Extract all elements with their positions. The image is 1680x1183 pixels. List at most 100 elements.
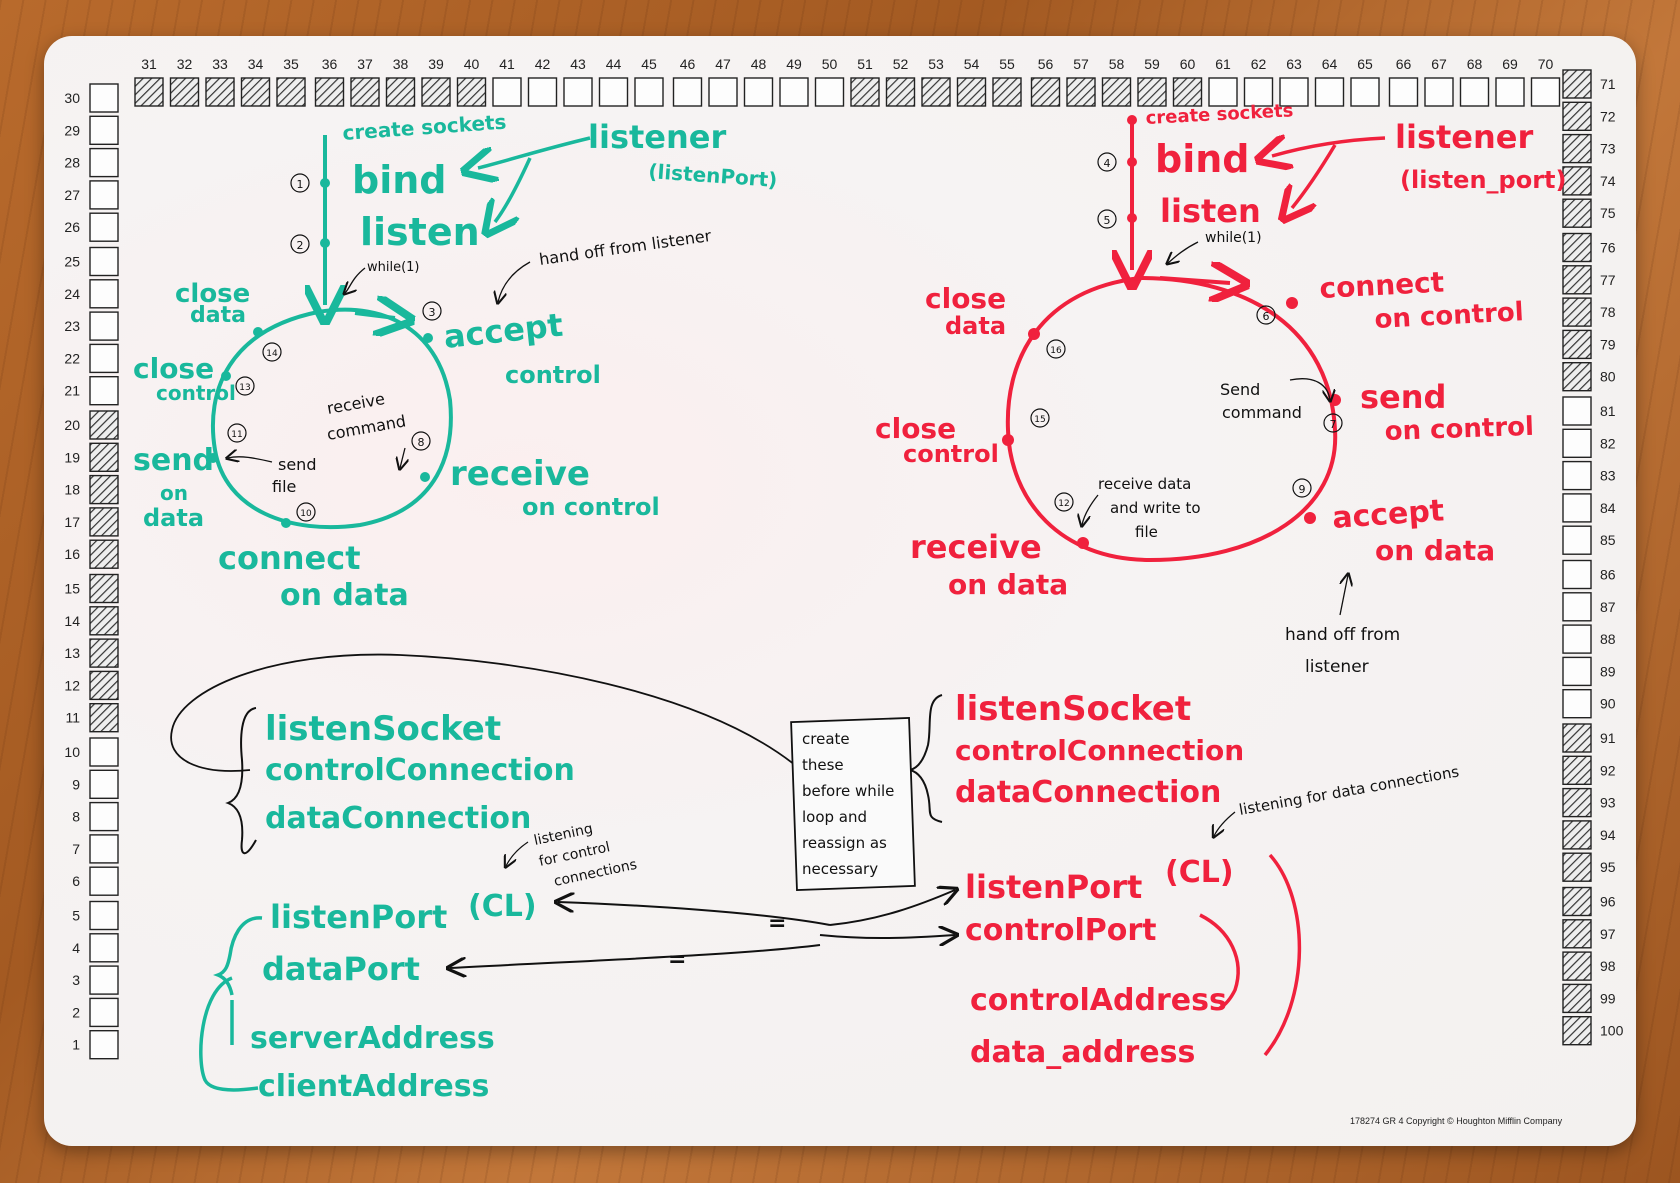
- left-square: [89, 834, 119, 864]
- note-line-1: create: [802, 730, 850, 748]
- top-square: [743, 77, 774, 107]
- client-close-data2: data: [190, 303, 246, 328]
- right-square: [1562, 1016, 1592, 1046]
- right-number: 88: [1600, 631, 1616, 647]
- right-port-control: controlPort: [965, 913, 1157, 948]
- right-square: [1562, 624, 1592, 654]
- equals-arrow-left-data: [450, 944, 821, 968]
- top-square: [563, 77, 593, 107]
- left-square: [89, 573, 119, 604]
- right-number: 71: [1600, 76, 1616, 92]
- left-number: 5: [72, 908, 80, 924]
- server-close-data2: data: [945, 312, 1006, 340]
- top-number: 44: [606, 56, 622, 72]
- top-number: 59: [1144, 56, 1160, 72]
- right-square: [1562, 656, 1592, 687]
- client-listener-arrow-bind: [478, 136, 591, 168]
- top-number: 41: [499, 56, 515, 72]
- right-number: 91: [1600, 730, 1616, 746]
- server-while: while(1): [1205, 230, 1262, 246]
- left-number: 22: [64, 350, 80, 366]
- top-number: 53: [928, 56, 944, 72]
- equals-arrow-left-listen: [558, 902, 831, 926]
- top-number: 60: [1180, 56, 1196, 72]
- left-number: 1: [72, 1037, 80, 1053]
- client-send-sub2: data: [143, 504, 204, 532]
- right-number: 97: [1600, 926, 1616, 942]
- right-number: 92: [1600, 762, 1616, 778]
- left-square: [89, 933, 119, 963]
- server-receive-data1: receive data: [1098, 475, 1191, 493]
- left-square: [89, 638, 119, 668]
- top-square: [240, 77, 271, 107]
- client-send: send: [133, 443, 214, 478]
- right-number: 87: [1600, 599, 1616, 615]
- server-send: send: [1360, 378, 1446, 416]
- left-square: [89, 115, 119, 146]
- right-number: 95: [1600, 859, 1616, 875]
- left-number: 2: [72, 1004, 80, 1020]
- top-number: 48: [751, 56, 767, 72]
- left-number: 20: [64, 417, 80, 433]
- right-square: [1562, 69, 1592, 99]
- client-receive: receive: [450, 454, 590, 494]
- left-square: [89, 801, 119, 832]
- client-send-file2: file: [272, 477, 296, 496]
- svg-text:16: 16: [1050, 346, 1062, 356]
- equals-arrow-right-control: [819, 935, 955, 938]
- left-number: 10: [64, 744, 80, 760]
- right-number: 78: [1600, 304, 1616, 320]
- server-receive: receive: [910, 528, 1042, 566]
- right-square: [1562, 329, 1592, 360]
- top-number: 40: [464, 56, 480, 72]
- server-listener-arg: (listen_port): [1400, 166, 1567, 194]
- top-number: 66: [1396, 56, 1412, 72]
- top-square: [956, 77, 987, 107]
- right-square: [1562, 983, 1592, 1014]
- top-square: [1530, 77, 1561, 107]
- server-hand-off2: listener: [1305, 657, 1369, 677]
- right-square: [1562, 852, 1592, 882]
- right-square: [1562, 265, 1592, 295]
- top-square: [1279, 77, 1309, 107]
- top-square: [421, 77, 451, 107]
- left-number: 19: [64, 449, 80, 465]
- left-square: [89, 311, 119, 341]
- right-number: 96: [1600, 894, 1616, 910]
- top-square: [1495, 77, 1525, 107]
- left-number: 3: [72, 972, 80, 988]
- connector-curve: [170, 653, 796, 772]
- note-line-6: necessary: [802, 860, 878, 878]
- top-square: [385, 77, 416, 107]
- right-number: 76: [1600, 240, 1616, 256]
- left-square: [89, 376, 119, 406]
- client-connect: connect: [218, 539, 360, 577]
- client-diagram: create sockets bind listen listener (lis…: [133, 110, 778, 613]
- left-var-control-connection: controlConnection: [265, 753, 575, 788]
- top-square: [814, 77, 845, 107]
- client-listener: listener: [588, 118, 726, 156]
- server-receive-data2: and write to: [1110, 499, 1201, 517]
- top-number: 42: [535, 56, 551, 72]
- right-port-control-address: controlAddress: [970, 983, 1227, 1018]
- left-number: 29: [64, 122, 80, 138]
- server-accept-sub: on data: [1375, 534, 1495, 567]
- top-number: 52: [893, 56, 909, 72]
- left-var-listen-socket: listenSocket: [265, 709, 501, 749]
- client-listener-arg: (listenPort): [648, 159, 778, 192]
- left-square: [89, 769, 119, 799]
- top-square: [1030, 77, 1061, 107]
- note-line-3: before while: [802, 782, 894, 800]
- top-number: 45: [641, 56, 657, 72]
- top-square: [672, 77, 703, 107]
- top-number: 35: [283, 56, 299, 72]
- server-listener: listener: [1395, 118, 1533, 156]
- right-number: 79: [1600, 336, 1616, 352]
- right-number: 93: [1600, 795, 1616, 811]
- top-number: 51: [857, 56, 873, 72]
- svg-text:6: 6: [1263, 310, 1270, 323]
- left-port-data: dataPort: [262, 950, 420, 988]
- right-number: 94: [1600, 827, 1616, 843]
- note-line-2: these: [802, 756, 844, 774]
